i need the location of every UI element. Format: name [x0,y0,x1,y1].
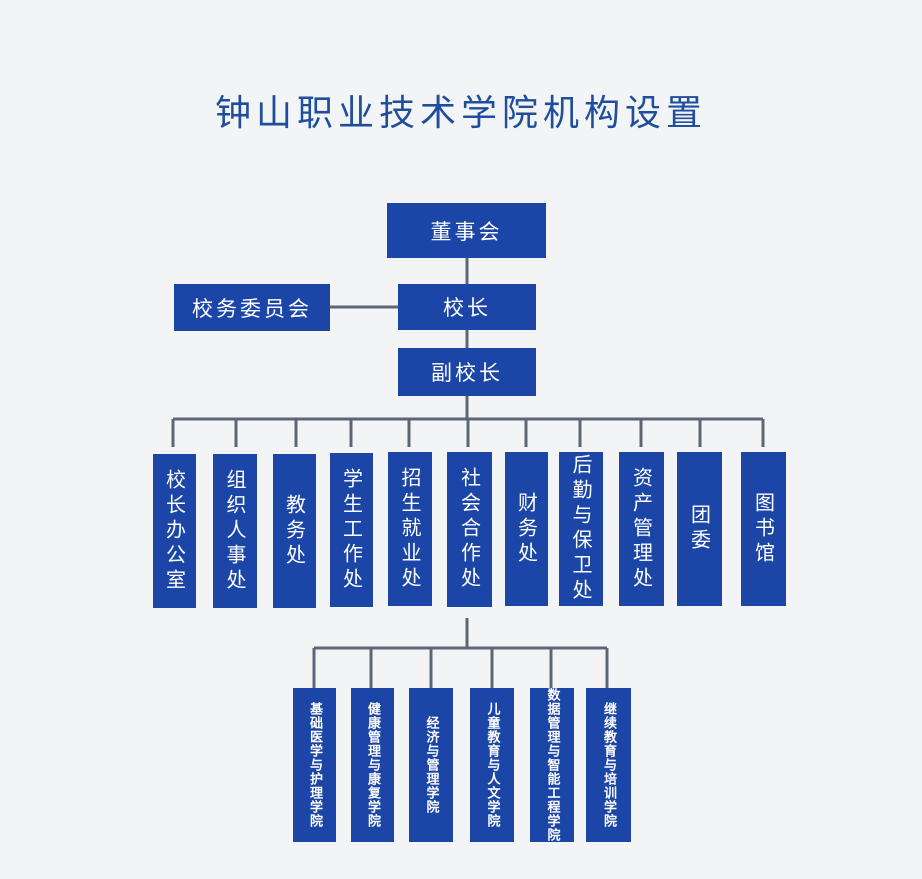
college-node-child-education: 儿童教育与人文学院 [470,688,514,842]
department-node-logistics-security: 后勤与保卫处 [559,452,603,606]
department-node-youth-league: 团委 [677,452,722,606]
college-node-data-engineering: 数据管理与智能工程学院 [530,688,574,842]
department-node-library: 图书馆 [741,452,786,606]
college-node-continuing-education: 继续教育与培训学院 [586,688,631,842]
department-node-office: 校长办公室 [153,454,196,608]
college-node-medical-nursing: 基础医学与护理学院 [293,688,336,842]
college-node-economics-management: 经济与管理学院 [409,688,453,842]
department-node-assets: 资产管理处 [619,452,664,606]
department-node-academic-affairs: 教务处 [273,454,316,608]
page-title: 钟山职业技术学院机构设置 [214,93,707,134]
department-node-social-cooperation: 社会合作处 [447,452,492,607]
department-node-student-affairs: 学生工作处 [330,453,373,607]
president-node: 校长 [398,284,536,330]
department-node-admissions: 招生就业处 [388,452,432,606]
committee-node: 校务委员会 [174,284,330,331]
vice-president-node: 副校长 [398,348,536,396]
board-node: 董事会 [387,203,546,258]
college-node-health-rehab: 健康管理与康复学院 [351,688,394,842]
department-node-finance: 财务处 [505,452,548,606]
department-node-personnel: 组织人事处 [213,454,257,608]
